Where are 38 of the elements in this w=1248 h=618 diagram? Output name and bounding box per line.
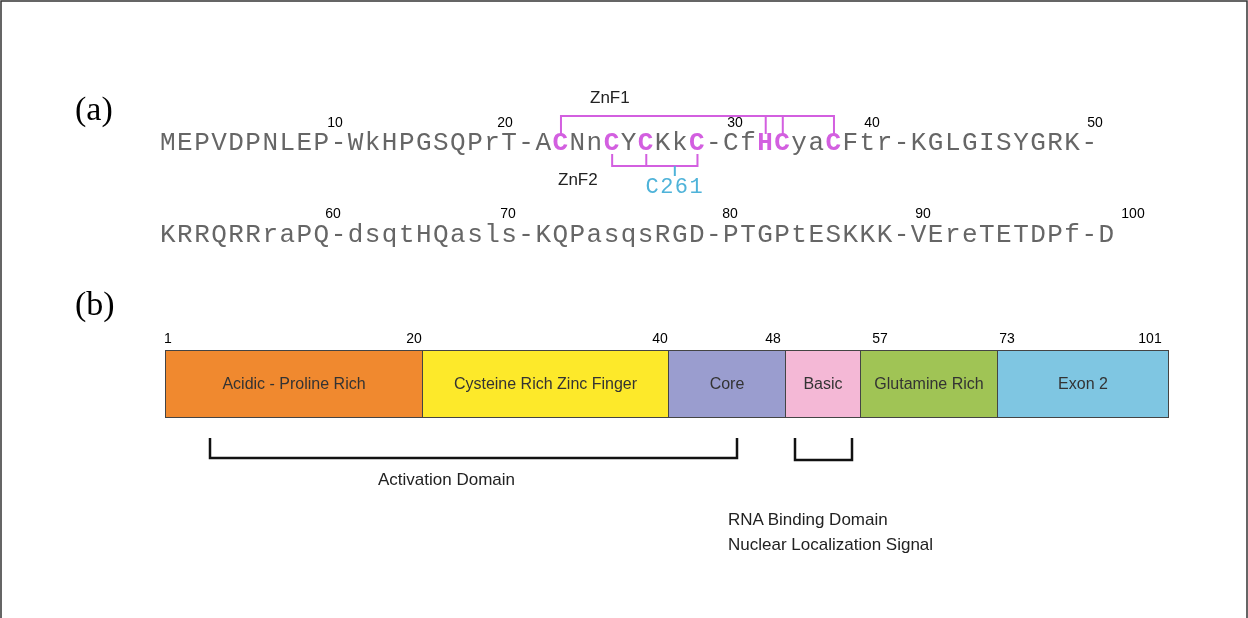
domain-box <box>165 350 423 418</box>
domain-label: ZnF1 <box>590 88 630 108</box>
domain-name: Exon 2 <box>1057 374 1109 394</box>
position-number: 101 <box>1138 330 1162 346</box>
residue-label: C261 <box>645 175 705 200</box>
position-number: 20 <box>406 330 422 346</box>
domain-label: ZnF2 <box>558 170 598 190</box>
domain-box <box>997 350 1169 418</box>
position-number: 40 <box>652 330 668 346</box>
position-number: 73 <box>999 330 1015 346</box>
position-number: 50 <box>1087 114 1103 130</box>
position-number: 48 <box>765 330 781 346</box>
position-number: 70 <box>500 205 516 221</box>
panel-label: (b) <box>75 285 115 323</box>
position-number: 100 <box>1121 205 1145 221</box>
position-number: 40 <box>864 114 880 130</box>
sequence-text: KRRQRRraPQ-dsqtHQasls-KQPasqsRGD-PTGPtESKKK-VEreTETDPf-D <box>160 220 1116 250</box>
domain-box <box>668 350 786 418</box>
domain-box <box>860 350 998 418</box>
domain-box <box>785 350 861 418</box>
domain-name: Core <box>708 374 746 394</box>
position-number: 57 <box>872 330 888 346</box>
domain-name: Acidic - Proline Rich <box>221 374 367 394</box>
domain-box <box>422 350 669 418</box>
domain-name: Basic <box>802 374 844 394</box>
position-number: 90 <box>915 205 931 221</box>
position-number: 60 <box>325 205 341 221</box>
position-number: 10 <box>327 114 343 130</box>
domain-name: Cysteine Rich Zinc Finger <box>452 374 639 394</box>
region-label: RNA Binding Domain <box>728 510 888 530</box>
panel-label: (a) <box>75 90 113 128</box>
domain-name: Glutamine Rich <box>873 374 985 394</box>
position-number: 20 <box>497 114 513 130</box>
position-number: 80 <box>722 205 738 221</box>
region-label: Activation Domain <box>378 470 515 490</box>
position-number: 30 <box>727 114 743 130</box>
region-label: Nuclear Localization Signal <box>728 535 934 555</box>
position-number: 1 <box>164 330 172 346</box>
